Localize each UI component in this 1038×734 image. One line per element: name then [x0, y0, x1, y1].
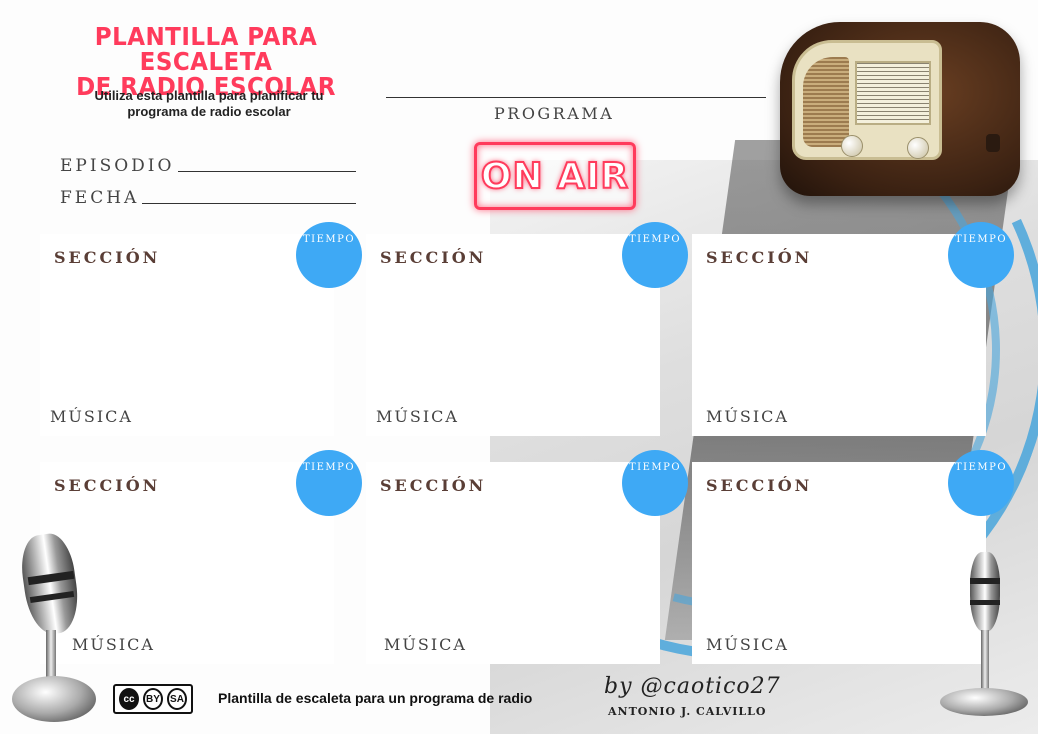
tiempo-circle-1[interactable]: TIEMPO — [296, 222, 362, 288]
radio-face — [792, 40, 942, 160]
on-air-text: ON AIR — [480, 155, 630, 198]
on-air-badge: ON AIR — [474, 142, 636, 210]
title-line-2: DE RADIO ESCOLAR — [76, 72, 336, 101]
mic-base — [12, 676, 96, 722]
mic-band — [970, 578, 1000, 584]
mic-band-2 — [970, 600, 1000, 605]
section-music: MÚSICA — [706, 407, 789, 426]
section-title: SECCIÓN — [706, 476, 813, 495]
section-card-5[interactable]: SECCIÓN MÚSICA — [366, 462, 660, 664]
section-card-4[interactable]: SECCIÓN MÚSICA — [40, 462, 334, 664]
radio-knob-right — [907, 137, 929, 159]
tiempo-circle-5[interactable]: TIEMPO — [622, 450, 688, 516]
mic-base — [940, 688, 1028, 716]
radio-side-knob — [986, 134, 1000, 152]
subtitle-line-2: programa de radio escolar — [127, 104, 291, 119]
page-subtitle: Utiliza esta plantilla para planificar t… — [56, 88, 362, 120]
microphone-icon-right — [936, 548, 1030, 720]
sa-badge: SA — [167, 688, 187, 710]
programa-field-line[interactable] — [386, 97, 766, 98]
page-title: PLANTILLA PARA ESCALETA DE RADIO ESCOLAR — [59, 24, 353, 99]
fecha-field-line[interactable] — [142, 203, 356, 204]
radio-dial — [855, 61, 931, 125]
mic-head — [970, 552, 1000, 632]
mic-head — [17, 530, 83, 638]
programa-label: PROGRAMA — [494, 104, 615, 123]
author-name: ANTONIO J. CALVILLO — [608, 705, 767, 718]
tiempo-circle-6[interactable]: TIEMPO — [948, 450, 1014, 516]
section-card-2[interactable]: SECCIÓN MÚSICA — [366, 234, 660, 436]
section-title: SECCIÓN — [706, 248, 813, 267]
section-title: SECCIÓN — [380, 476, 487, 495]
radio-icon — [780, 22, 1020, 196]
radio-speaker-grill — [803, 57, 849, 147]
footer-text: Plantilla de escaleta para un programa d… — [218, 690, 533, 706]
section-card-1[interactable]: SECCIÓN MÚSICA — [40, 234, 334, 436]
by-badge: BY — [143, 688, 163, 710]
author-handle: by @caotico27 — [604, 674, 781, 699]
section-card-3[interactable]: SECCIÓN MÚSICA — [692, 234, 986, 436]
fecha-label: FECHA — [60, 188, 140, 208]
section-title: SECCIÓN — [54, 476, 161, 495]
mic-stand — [46, 630, 56, 690]
creative-commons-icon: cc BY SA — [113, 684, 193, 714]
section-music: MÚSICA — [72, 635, 155, 654]
subtitle-line-1: Utiliza esta plantilla para planificar t… — [94, 88, 324, 103]
cc-badge: cc — [119, 688, 139, 710]
section-music: MÚSICA — [384, 635, 467, 654]
mic-stand — [981, 630, 989, 696]
section-music: MÚSICA — [376, 407, 459, 426]
section-card-6[interactable]: SECCIÓN MÚSICA — [692, 462, 986, 664]
section-title: SECCIÓN — [54, 248, 161, 267]
episodio-field-line[interactable] — [178, 171, 356, 172]
microphone-icon — [10, 530, 100, 726]
section-music: MÚSICA — [706, 635, 789, 654]
tiempo-circle-2[interactable]: TIEMPO — [622, 222, 688, 288]
tiempo-circle-3[interactable]: TIEMPO — [948, 222, 1014, 288]
title-line-1: PLANTILLA PARA ESCALETA — [94, 22, 318, 76]
episodio-label: EPISODIO — [60, 156, 175, 176]
radio-knob-left — [841, 135, 863, 157]
section-music: MÚSICA — [50, 407, 133, 426]
section-title: SECCIÓN — [380, 248, 487, 267]
tiempo-circle-4[interactable]: TIEMPO — [296, 450, 362, 516]
